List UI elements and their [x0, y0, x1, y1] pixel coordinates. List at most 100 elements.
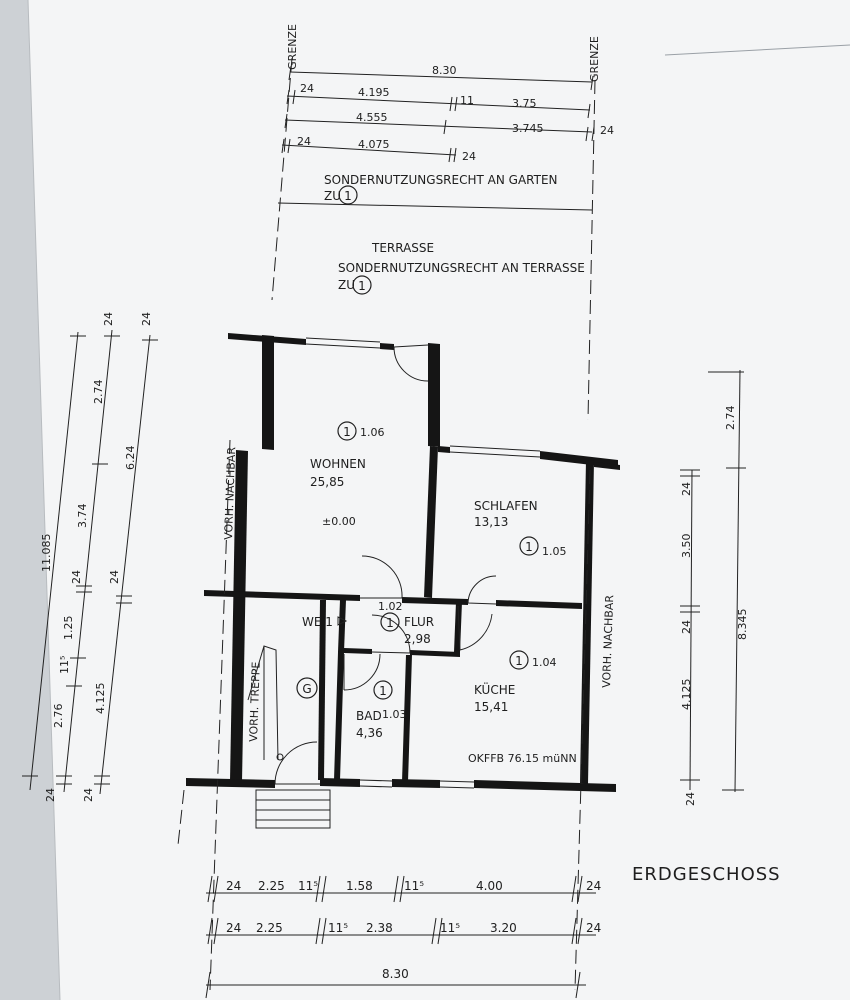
stair-label: VORH. TREPPE [247, 661, 263, 742]
windows [305, 337, 541, 789]
bad-unit-circle [373, 680, 393, 700]
dim-left-624: 6.24 [124, 446, 137, 471]
kueche-area: 15,41 [474, 700, 508, 714]
dim-top-4555: 4.555 [356, 111, 388, 124]
dim-left-24mid-b: 24 [108, 570, 121, 584]
dim-bottom-total: 8.30 [382, 967, 409, 981]
dim-bot2-3: 2.38 [366, 921, 393, 935]
wohnen-code: 1.06 [360, 426, 385, 439]
dim-top-4195: 4.195 [358, 86, 390, 99]
dim-right-24b: 24 [680, 620, 693, 634]
entry-arrow-icon [337, 616, 348, 626]
door-swings [274, 344, 497, 785]
kueche-unit-circle [509, 650, 529, 670]
schlafen-unit-number: 1 [525, 540, 533, 554]
terrace-unit-circle [352, 275, 372, 295]
paper-shadow [0, 0, 60, 1000]
terrace-zu: ZU [338, 278, 355, 292]
dim-top-3745: 3.745 [512, 122, 544, 135]
dim-top-total: 8.30 [432, 64, 457, 77]
flur-code: 1.02 [378, 600, 403, 613]
dim-right-350: 3.50 [680, 534, 693, 559]
page-edge-left [27, 0, 61, 1000]
dim-bot1-0: 24 [226, 879, 241, 893]
neighbor-left-label: VORH. NACHBAR [222, 446, 238, 540]
terrace-note: SONDERNUTZUNGSRECHT AN TERRASSE [338, 261, 585, 275]
flur-name: FLUR [404, 615, 434, 629]
bad-area: 4,36 [356, 726, 383, 740]
dim-top-24a: 24 [300, 82, 314, 95]
kueche-name: KÜCHE [474, 681, 515, 697]
dim-top-24b: 24 [600, 124, 614, 137]
dim-left-374: 3.74 [76, 504, 89, 529]
dim-bot1-3: 1.58 [346, 879, 373, 893]
garden-note: SONDERNUTZUNGSRECHT AN GARTEN [324, 173, 558, 187]
dim-bot2-1: 2.25 [256, 921, 283, 935]
top-dimension-lines [271, 57, 596, 421]
dim-top-375: 3.75 [512, 97, 537, 110]
dim-top-24d: 24 [462, 150, 476, 163]
floor-title: ERDGESCHOSS [632, 864, 781, 885]
garden-zu: ZU [324, 189, 341, 203]
bad-name: BAD [356, 709, 382, 723]
entrance-steps [255, 789, 331, 829]
schlafen-code: 1.05 [542, 545, 567, 558]
dim-bot2-6: 24 [586, 921, 601, 935]
unit-entry-label: WE 1 [302, 615, 333, 629]
interior-stair [247, 645, 284, 761]
level-label: ±0.00 [322, 515, 356, 528]
dim-left-24top-a: 24 [102, 312, 115, 326]
grenze-left-label: GRENZE [286, 24, 299, 70]
schlafen-area: 13,13 [474, 515, 508, 529]
dim-left-total: 11.085 [40, 534, 53, 573]
schlafen-unit-circle [519, 536, 539, 556]
terrace-unit-number: 1 [358, 279, 366, 293]
paper-sheet [28, 0, 850, 1000]
kueche-unit-number: 1 [515, 654, 523, 668]
dim-right-4125: 4.125 [680, 679, 693, 711]
dim-top-4075: 4.075 [358, 138, 390, 151]
kueche-code: 1.04 [532, 656, 557, 669]
left-dimension-lines [22, 329, 158, 795]
page-edge-line [664, 44, 850, 56]
dim-left-115: 11⁵ [58, 656, 71, 674]
dim-bot1-2: 11⁵ [298, 879, 318, 893]
okffb-label: OKFFB 76.15 müNN [468, 752, 577, 765]
garden-unit-circle [338, 185, 358, 205]
dim-bot2-5: 3.20 [490, 921, 517, 935]
dim-left-125: 1.25 [62, 616, 75, 641]
dim-left-276: 2.76 [52, 704, 65, 729]
flur-unit-number: 1 [386, 616, 394, 630]
flur-area: 2,98 [404, 632, 431, 646]
dim-bot2-2: 11⁵ [328, 921, 348, 935]
dim-bot1-4: 11⁵ [404, 879, 424, 893]
dim-right-8345: 8.345 [736, 609, 749, 641]
right-dimension-lines [680, 369, 746, 793]
dim-top-11: 11 [460, 94, 474, 107]
dim-left-274: 2.74 [92, 380, 105, 405]
dim-bot2-4: 11⁵ [440, 921, 460, 935]
schlafen-name: SCHLAFEN [474, 499, 538, 513]
wohnen-area: 25,85 [310, 475, 344, 489]
wohnen-unit-circle [337, 421, 357, 441]
dim-bot1-6: 24 [586, 879, 601, 893]
bad-unit-number: 1 [379, 684, 387, 698]
walls [186, 333, 620, 792]
dim-right-274: 2.74 [724, 406, 737, 431]
dim-right-24a: 24 [680, 482, 693, 496]
dim-left-24bot-a: 24 [44, 788, 57, 802]
stair-marker-circle [296, 677, 318, 699]
dim-left-24mid-a: 24 [70, 570, 83, 584]
bottom-dimension-lines [205, 875, 596, 999]
wohnen-name: WOHNEN [310, 457, 366, 471]
bad-code: 1.03 [382, 708, 407, 721]
grenze-right-label: GRENZE [588, 36, 601, 82]
dim-left-24top-b: 24 [140, 312, 153, 326]
dim-top-24c: 24 [297, 135, 311, 148]
flur-unit-circle [380, 612, 400, 632]
terrace-title: TERRASSE [371, 241, 434, 255]
wohnen-unit-number: 1 [343, 425, 351, 439]
stair-marker: G [302, 682, 311, 696]
